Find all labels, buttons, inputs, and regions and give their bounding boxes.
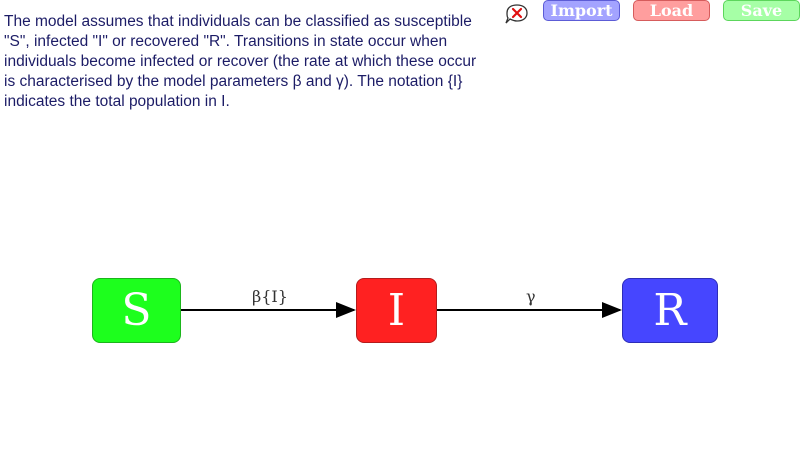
toolbar: Import Load Save bbox=[0, 0, 807, 30]
node-recovered[interactable]: R bbox=[622, 278, 718, 343]
node-susceptible[interactable]: S bbox=[92, 278, 181, 343]
model-description: The model assumes that individuals can b… bbox=[4, 13, 477, 110]
save-button[interactable]: Save bbox=[723, 0, 800, 21]
edge-label-recovery-rate: γ bbox=[526, 287, 536, 306]
node-infected[interactable]: I bbox=[356, 278, 437, 343]
transition-arrows bbox=[181, 302, 622, 318]
close-icon[interactable] bbox=[503, 2, 530, 26]
import-button[interactable]: Import bbox=[543, 0, 620, 21]
load-button[interactable]: Load bbox=[633, 0, 710, 21]
sir-diagram: S I R β{I} γ bbox=[0, 260, 807, 370]
edge-label-infection-rate: β{I} bbox=[252, 287, 288, 306]
